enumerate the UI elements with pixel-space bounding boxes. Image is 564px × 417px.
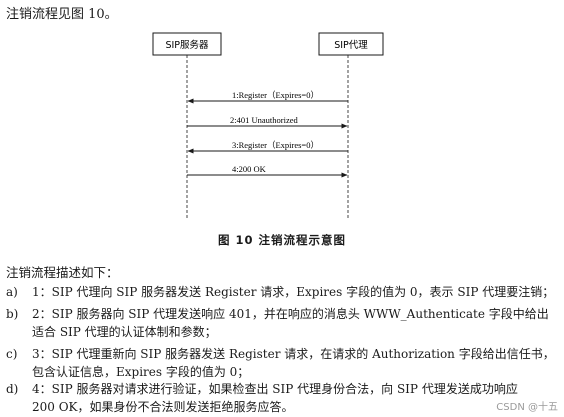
list-item-a: a) 1：SIP 代理向 SIP 服务器发送 Register 请求，Expire… — [6, 283, 554, 300]
list-item-d-continuation: 200 OK，如果身份不合法则发送拒绝服务应答。 — [32, 400, 294, 414]
list-item-text: 1：SIP 代理向 SIP 服务器发送 Register 请求，Expires … — [32, 285, 555, 299]
section-title: 注销流程描述如下： — [6, 265, 119, 280]
list-item-text: 2：SIP 服务器向 SIP 代理发送响应 401，并在响应的消息头 WWW_A… — [32, 307, 549, 321]
message-2-label: 2:401 Unauthorized — [230, 115, 298, 125]
list-item-c-continuation: 包含认证信息，Expires 字段的值为 0； — [32, 365, 250, 379]
list-item-d: d) 4：SIP 服务器对请求进行验证，如果检查出 SIP 代理身份合法，向 SI… — [6, 380, 518, 397]
list-item-text: 3：SIP 代理重新向 SIP 服务器发送 Register 请求，在请求的 A… — [32, 347, 555, 361]
sip-server-label: SIP服务器 — [165, 39, 209, 51]
watermark: CSDN @十五 — [496, 402, 558, 413]
list-item-c: c) 3：SIP 代理重新向 SIP 服务器发送 Register 请求，在请求的… — [6, 345, 555, 362]
list-marker: c) — [6, 347, 18, 361]
list-marker: a) — [6, 285, 18, 299]
message-1-label: 1:Register（Expires=0） — [232, 90, 319, 100]
sip-proxy-label: SIP代理 — [334, 40, 368, 51]
list-marker: d) — [6, 382, 19, 396]
list-item-b: b) 2：SIP 服务器向 SIP 代理发送响应 401，并在响应的消息头 WWW… — [6, 305, 549, 322]
sequence-diagram: SIP服务器 SIP代理 1:Register（Expires=0） 2:401… — [152, 32, 384, 220]
intro-text: 注销流程见图 10。 — [6, 7, 118, 22]
list-item-text: 4：SIP 服务器对请求进行验证，如果检查出 SIP 代理身份合法，向 SIP … — [32, 382, 518, 396]
sip-proxy-box — [318, 32, 384, 56]
message-3-label: 3:Register（Expires=0） — [232, 140, 319, 150]
list-marker: b) — [6, 307, 19, 321]
message-4-label: 4:200 OK — [232, 164, 267, 174]
list-item-b-continuation: 适合 SIP 代理的认证体制和参数； — [32, 325, 217, 339]
figure-caption: 图 10 注销流程示意图 — [217, 233, 346, 247]
